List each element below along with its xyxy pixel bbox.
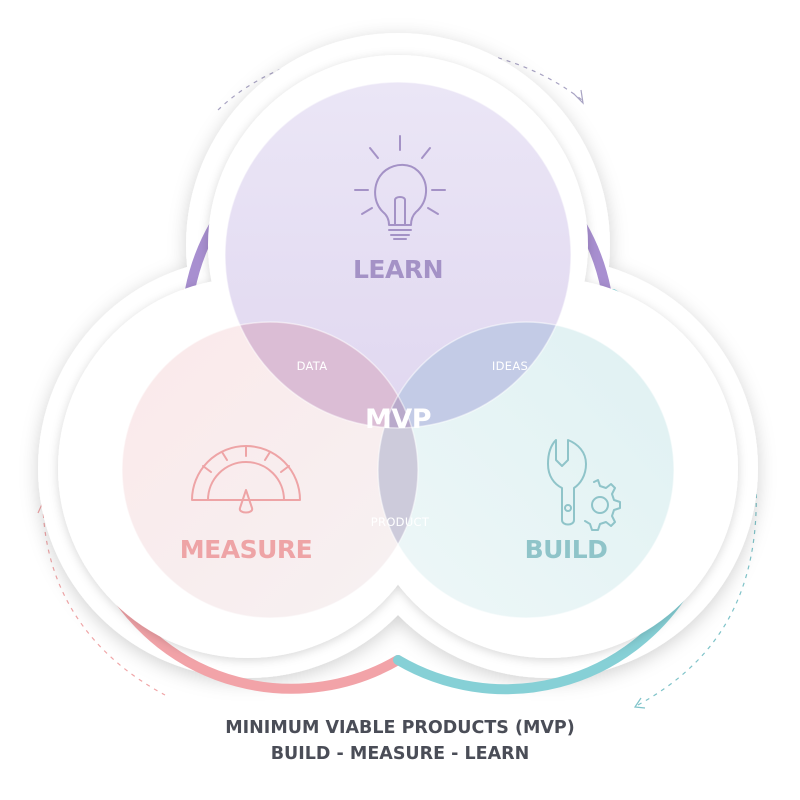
right-arrowhead [633,697,646,709]
circle-edges [121,81,675,619]
caption-line-2: BUILD - MEASURE - LEARN [271,744,530,764]
learn-label: LEARN [353,255,443,284]
top-arrowhead [573,89,584,105]
mvp-center-label: MVP [365,404,431,435]
data-overlap [225,322,418,428]
right-dashed-arc [637,484,757,706]
left-dashed-arc [42,504,166,696]
caption-line-1: MINIMUM VIABLE PRODUCTS (MVP) [225,718,575,738]
build-label: BUILD [525,535,608,564]
measure-label: MEASURE [180,535,312,564]
ideas-overlap-label: IDEAS [492,359,528,373]
data-overlap-label: DATA [297,359,328,373]
gauge-icon [191,445,301,514]
product-overlap-label: PRODUCT [371,515,430,529]
ideas-overlap [378,322,571,428]
wrench-gear-icon [547,439,621,531]
lightbulb-icon [354,135,446,240]
